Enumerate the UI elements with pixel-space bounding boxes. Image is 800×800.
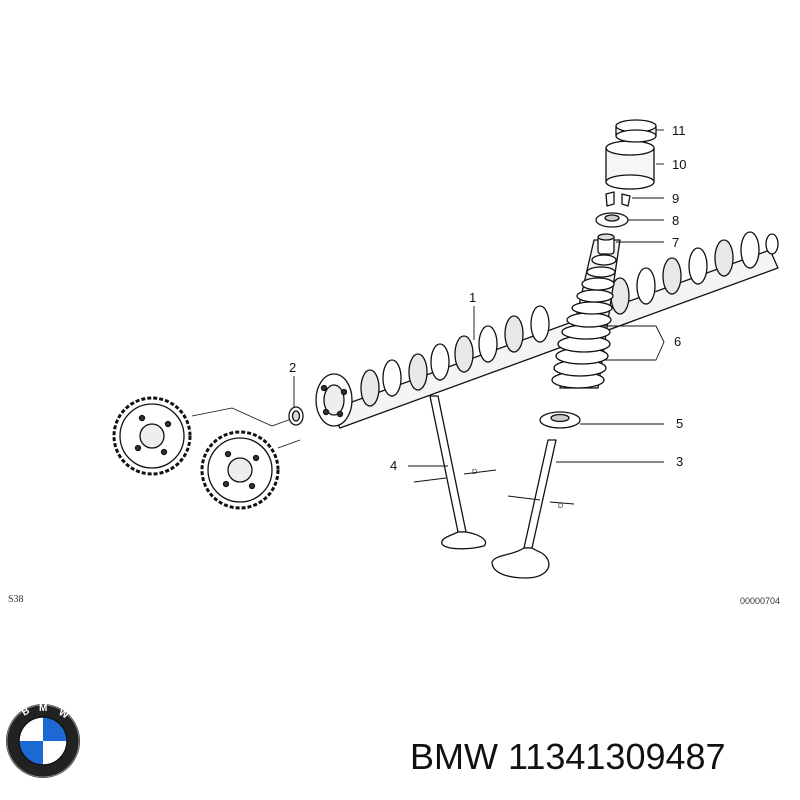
diagram-code-right: 00000704	[740, 596, 781, 606]
label-5: 5	[676, 416, 683, 431]
part-number: 11341309487	[508, 736, 726, 777]
dimension-mark-intake: D	[558, 503, 563, 510]
camshaft	[315, 231, 779, 429]
label-1: 1	[469, 290, 476, 305]
label-4: 4	[390, 458, 397, 473]
label-10: 10	[672, 157, 686, 172]
product-title: BMW 11341309487	[410, 736, 726, 778]
leader-lines	[293, 129, 665, 505]
stem-seal	[597, 233, 615, 255]
sprocket-front	[200, 430, 280, 510]
label-6: 6	[674, 334, 681, 349]
label-8: 8	[672, 213, 679, 228]
spring-retainer	[595, 212, 629, 228]
adjusting-disc	[615, 119, 657, 143]
dimension-mark-exhaust: D	[472, 469, 477, 476]
label-11: 11	[672, 123, 686, 138]
label-7: 7	[672, 235, 679, 250]
valve-cotters	[605, 191, 631, 207]
intake-valve	[491, 439, 557, 579]
valve-springs	[551, 239, 621, 389]
seal-ring	[288, 406, 304, 426]
bmw-logo-icon: B M W	[6, 703, 80, 778]
sprocket-rear	[112, 396, 192, 476]
spring-seat	[539, 411, 581, 429]
brand-name: BMW	[410, 736, 498, 777]
parts-diagram: 1 2 3 4 5 6 7 8 9 10 11 D D	[112, 119, 779, 579]
bucket-tappet	[605, 140, 655, 190]
exhaust-valve	[429, 395, 487, 550]
label-2: 2	[289, 360, 296, 375]
svg-text:B: B	[20, 705, 32, 718]
label-3: 3	[676, 454, 683, 469]
label-9: 9	[672, 191, 679, 206]
svg-text:M: M	[39, 703, 47, 714]
diagram-code-left: S38	[8, 594, 24, 605]
